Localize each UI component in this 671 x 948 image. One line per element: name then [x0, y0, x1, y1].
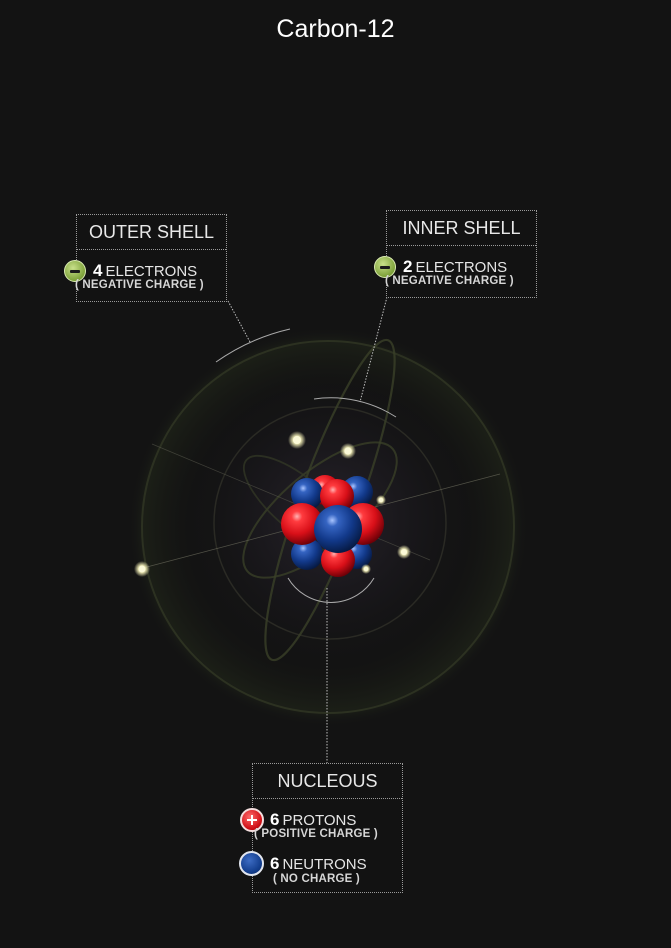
nucleus-box: NUCLEOUS	[252, 763, 403, 893]
outer-shell-ring	[141, 340, 515, 714]
inner-shell-charge: ( NEGATIVE CHARGE )	[385, 275, 514, 287]
outer-shell-box: OUTER SHELL	[76, 214, 227, 302]
proton	[320, 479, 354, 513]
electrons	[134, 431, 411, 577]
outer-shell-pointer-arc	[215, 328, 291, 363]
page-title: Carbon-12	[276, 15, 395, 43]
proton-icon	[240, 808, 264, 832]
outer-shell-particle: ELECTRONS	[105, 263, 198, 280]
inner-shell-particle: ELECTRONS	[415, 259, 508, 276]
neutron	[291, 538, 323, 570]
outer-shell-charge: ( NEGATIVE CHARGE )	[75, 279, 204, 291]
electron-icon	[64, 260, 86, 282]
neutron-icon	[239, 851, 264, 876]
nucleus-heading: NUCLEOUS	[253, 764, 402, 799]
protons-label: PROTONS	[282, 812, 357, 829]
nucleus	[281, 475, 384, 577]
protons-charge: ( POSITIVE CHARGE )	[254, 828, 378, 840]
neutrons-count: 6	[270, 854, 280, 873]
inner-shell-ring	[213, 406, 447, 640]
inner-shell-box: INNER SHELL	[386, 210, 537, 298]
inner-shell-pointer-arc	[313, 397, 397, 418]
inner-shell-leader	[359, 296, 388, 403]
outer-shell-leader	[227, 300, 251, 343]
outer-shell-count: 4	[93, 261, 103, 280]
inner-shell-heading: INNER SHELL	[387, 211, 536, 246]
proton	[321, 543, 355, 577]
neutrons-label: NEUTRONS	[282, 856, 367, 873]
protons-count: 6	[270, 810, 280, 829]
inner-shell-count: 2	[403, 257, 413, 276]
electron-icon	[374, 256, 396, 278]
nucleus-pointer-arc	[287, 577, 375, 603]
neutrons-charge: ( NO CHARGE )	[273, 873, 360, 885]
outer-shell-heading: OUTER SHELL	[77, 215, 226, 250]
proton	[281, 503, 323, 545]
neutron	[314, 505, 362, 553]
neutron	[291, 478, 323, 510]
